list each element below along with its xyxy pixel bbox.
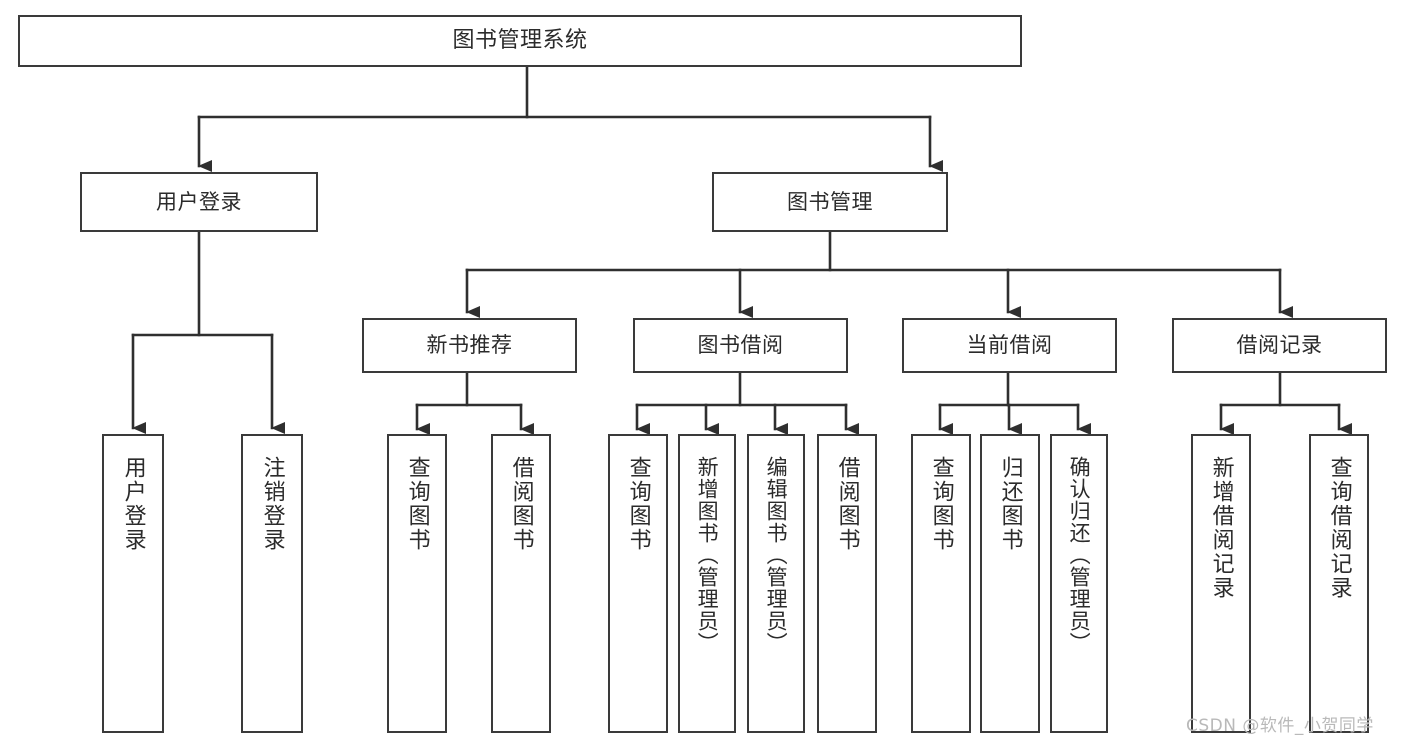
node-label: 归还图书 (997, 456, 1023, 552)
node-label: 图书管理 (787, 189, 873, 214)
node-leaf-edit-book[interactable]: 编辑图书（管理员） (747, 434, 805, 733)
node-label: 借阅图书 (834, 456, 860, 552)
node-label: 新增借阅记录 (1208, 456, 1234, 600)
node-leaf-borrow-book-1[interactable]: 借阅图书 (491, 434, 551, 733)
node-root-system[interactable]: 图书管理系统 (18, 15, 1022, 67)
node-new-book-rec[interactable]: 新书推荐 (362, 318, 577, 373)
node-leaf-add-book[interactable]: 新增图书（管理员） (678, 434, 736, 733)
node-label: 查询图书 (404, 456, 430, 552)
node-leaf-query-record[interactable]: 查询借阅记录 (1309, 434, 1369, 733)
node-label: 图书借阅 (697, 333, 784, 358)
node-leaf-query-book-2[interactable]: 查询图书 (608, 434, 668, 733)
node-label: 编辑图书（管理员） (764, 456, 789, 654)
node-label: 查询图书 (928, 456, 954, 552)
node-leaf-confirm-return[interactable]: 确认归还（管理员） (1050, 434, 1108, 733)
node-label: 图书管理系统 (452, 28, 588, 54)
node-label: 查询借阅记录 (1326, 456, 1352, 600)
node-book-manage[interactable]: 图书管理 (712, 172, 948, 232)
node-user-login[interactable]: 用户登录 (80, 172, 318, 232)
node-leaf-return-book[interactable]: 归还图书 (980, 434, 1040, 733)
node-label: 查询图书 (625, 456, 651, 552)
node-label: 借阅图书 (508, 456, 534, 552)
node-current-borrow[interactable]: 当前借阅 (902, 318, 1117, 373)
node-leaf-query-book-3[interactable]: 查询图书 (911, 434, 971, 733)
node-leaf-add-record[interactable]: 新增借阅记录 (1191, 434, 1251, 733)
node-borrow-record[interactable]: 借阅记录 (1172, 318, 1387, 373)
node-label: 确认归还（管理员） (1067, 456, 1092, 654)
node-label: 用户登录 (120, 456, 146, 552)
node-label: 借阅记录 (1236, 333, 1323, 358)
node-leaf-logout[interactable]: 注销登录 (241, 434, 303, 733)
node-book-borrow[interactable]: 图书借阅 (633, 318, 848, 373)
node-label: 当前借阅 (966, 333, 1053, 358)
node-label: 注销登录 (259, 456, 285, 552)
node-label: 新书推荐 (426, 333, 513, 358)
node-leaf-borrow-book-2[interactable]: 借阅图书 (817, 434, 877, 733)
node-label: 用户登录 (156, 189, 242, 214)
node-label: 新增图书（管理员） (695, 456, 720, 654)
node-leaf-user-login[interactable]: 用户登录 (102, 434, 164, 733)
node-leaf-query-book-1[interactable]: 查询图书 (387, 434, 447, 733)
